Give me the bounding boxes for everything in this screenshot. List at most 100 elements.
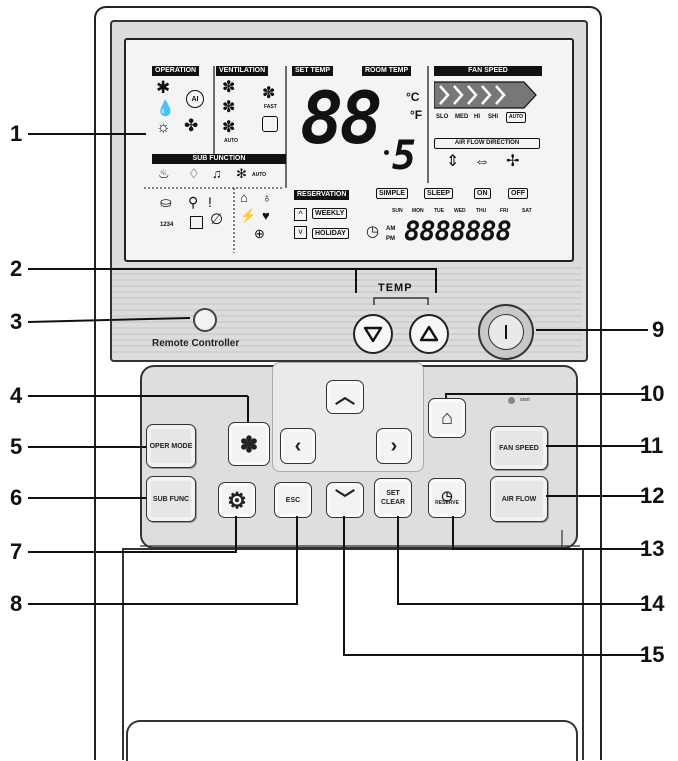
ventilation-auto-label: AUTO — [224, 138, 239, 144]
lcd-dividers — [144, 66, 429, 253]
lcd-room-temp-label: ROOM TEMP — [362, 66, 412, 76]
unit-celsius: °C — [406, 90, 420, 104]
heart-icon: ♥ — [262, 208, 270, 223]
lcd-on: ON — [474, 188, 491, 199]
chevron-right-icon: › — [390, 434, 398, 457]
fan-level-auto: AUTO — [506, 112, 527, 123]
power-icon — [505, 325, 507, 339]
reserve-button[interactable]: ◷ RESERVE — [428, 478, 466, 518]
thermometer-icon: ⚲ — [188, 194, 199, 210]
callout-12: 12 — [640, 483, 665, 508]
remote-sensor — [193, 308, 217, 332]
heater-icon: ♨ — [158, 166, 170, 181]
robot-clean-icon: ⛀ — [160, 194, 172, 210]
temp-bracket — [373, 297, 429, 305]
swing-all-icon: ✢ — [506, 153, 520, 170]
lcd-weekly: WEEKLY — [312, 208, 348, 219]
power-button[interactable] — [478, 304, 534, 360]
lcd-simple: SIMPLE — [376, 188, 409, 199]
lcd-ventilation-label: VENTILATION — [216, 66, 269, 76]
day-fri: FRI — [500, 208, 509, 214]
ventilation-icon-2: ✽ — [222, 99, 236, 116]
lcd-fan-speed-label: FAN SPEED — [434, 66, 542, 76]
set-clear-button[interactable]: SET CLEAR — [374, 478, 412, 518]
nav-up-button[interactable]: ︿ — [326, 380, 364, 414]
lcd-off: OFF — [508, 188, 528, 199]
nav-left-button[interactable]: ‹ — [280, 428, 316, 464]
oper-mode-button[interactable]: OPER MODE — [146, 424, 196, 468]
air-flow-button[interactable]: AIR FLOW — [490, 476, 548, 522]
lcd-sub-function-label: SUB FUNCTION — [152, 154, 286, 164]
callout-6: 6 — [10, 485, 23, 510]
esc-button[interactable]: ESC — [274, 482, 312, 518]
callout-4: 4 — [10, 383, 23, 408]
fan-speed-button[interactable]: FAN SPEED — [490, 426, 548, 470]
temperature-digits: 88 — [300, 76, 383, 160]
callout-11: 11 — [640, 433, 664, 458]
function-setting-button[interactable]: ⚙ — [218, 482, 256, 518]
ventilation-auto-icon: ✽ — [222, 119, 236, 136]
time-pm: PM — [386, 236, 395, 242]
fan-level-hi: HI — [474, 114, 480, 120]
indicator-label: start — [520, 397, 530, 403]
reservation-up-icon: ^ — [294, 208, 307, 221]
cool-mode-icon: ✱ — [156, 78, 171, 97]
day-tue: TUE — [434, 208, 444, 214]
callout-15: 15 — [640, 642, 665, 667]
reservation-down-icon: v — [294, 226, 307, 239]
lcd-holiday: HOLIDAY — [312, 228, 349, 239]
time-am: AM — [386, 226, 396, 232]
swing-vertical-icon: ⇕ — [446, 153, 460, 170]
temp-up-button[interactable] — [409, 314, 449, 354]
callout-5: 5 — [10, 434, 23, 459]
fan-level-slo: SLO — [436, 114, 449, 120]
plasma-icon: ♢ — [188, 166, 200, 181]
temp-label: TEMP — [378, 282, 413, 294]
sub-auto-label: AUTO — [252, 172, 267, 178]
defrost-icon: ⚡ — [240, 208, 257, 223]
triangle-down-icon — [363, 326, 383, 343]
fan-level-shi: SHI — [488, 114, 499, 120]
ventilation-mode-button[interactable]: ⌂ — [428, 398, 466, 438]
callout-1: 1 — [10, 121, 23, 146]
nav-right-button[interactable]: › — [376, 428, 412, 464]
decimal-point — [384, 150, 389, 155]
day-sun: SUN — [392, 208, 403, 214]
lcd-air-flow-direction-label: AIR FLOW DIRECTION — [434, 138, 540, 149]
callout-8: 8 — [10, 591, 23, 616]
humidity-icon: ♁ — [262, 190, 272, 205]
lcd-operation-label: OPERATION — [152, 66, 200, 76]
callout-2: 2 — [10, 256, 23, 281]
sub-func-button[interactable]: SUB FUNC — [146, 476, 196, 522]
unit-fahrenheit: °F — [410, 108, 423, 122]
chevron-left-icon: ‹ — [294, 434, 302, 457]
callout-14: 14 — [640, 591, 665, 616]
ventilation-filter-icon — [262, 116, 278, 132]
triangle-up-icon — [419, 325, 439, 342]
reservation-clock-icon: ◷ — [366, 223, 380, 240]
day-sat: SAT — [522, 208, 532, 214]
heat-mode-icon: ☼ — [156, 119, 171, 136]
faceplate-texture — [112, 267, 582, 353]
callout-7: 7 — [10, 539, 23, 564]
ventilation-icon: ✽ — [222, 79, 236, 96]
day-mon: MON — [412, 208, 424, 214]
auto-swing-icon: ✻ — [236, 166, 247, 181]
lock-icon: ⌂ — [240, 190, 248, 205]
dry-mode-icon: 💧 — [156, 100, 175, 117]
callout-3: 3 — [10, 309, 23, 334]
base-cutout — [126, 720, 578, 761]
ai-mode-icon: AI — [186, 90, 204, 108]
clock-icon: ◷ — [441, 487, 453, 503]
time-digits: 8888888 — [404, 216, 512, 247]
temp-down-button[interactable] — [353, 314, 393, 354]
ventilation-button[interactable]: ✽ — [228, 422, 270, 466]
temperature-decimal: 5 — [392, 133, 417, 179]
fan-mode-icon: ✤ — [184, 116, 199, 135]
callout-9: 9 — [652, 317, 665, 342]
ventilation-fast-icon: ✽ — [262, 85, 276, 102]
prohibit-icon: ∅ — [210, 211, 224, 228]
remote-controller-label: Remote Controller — [152, 338, 240, 349]
day-wed: WED — [454, 208, 466, 214]
